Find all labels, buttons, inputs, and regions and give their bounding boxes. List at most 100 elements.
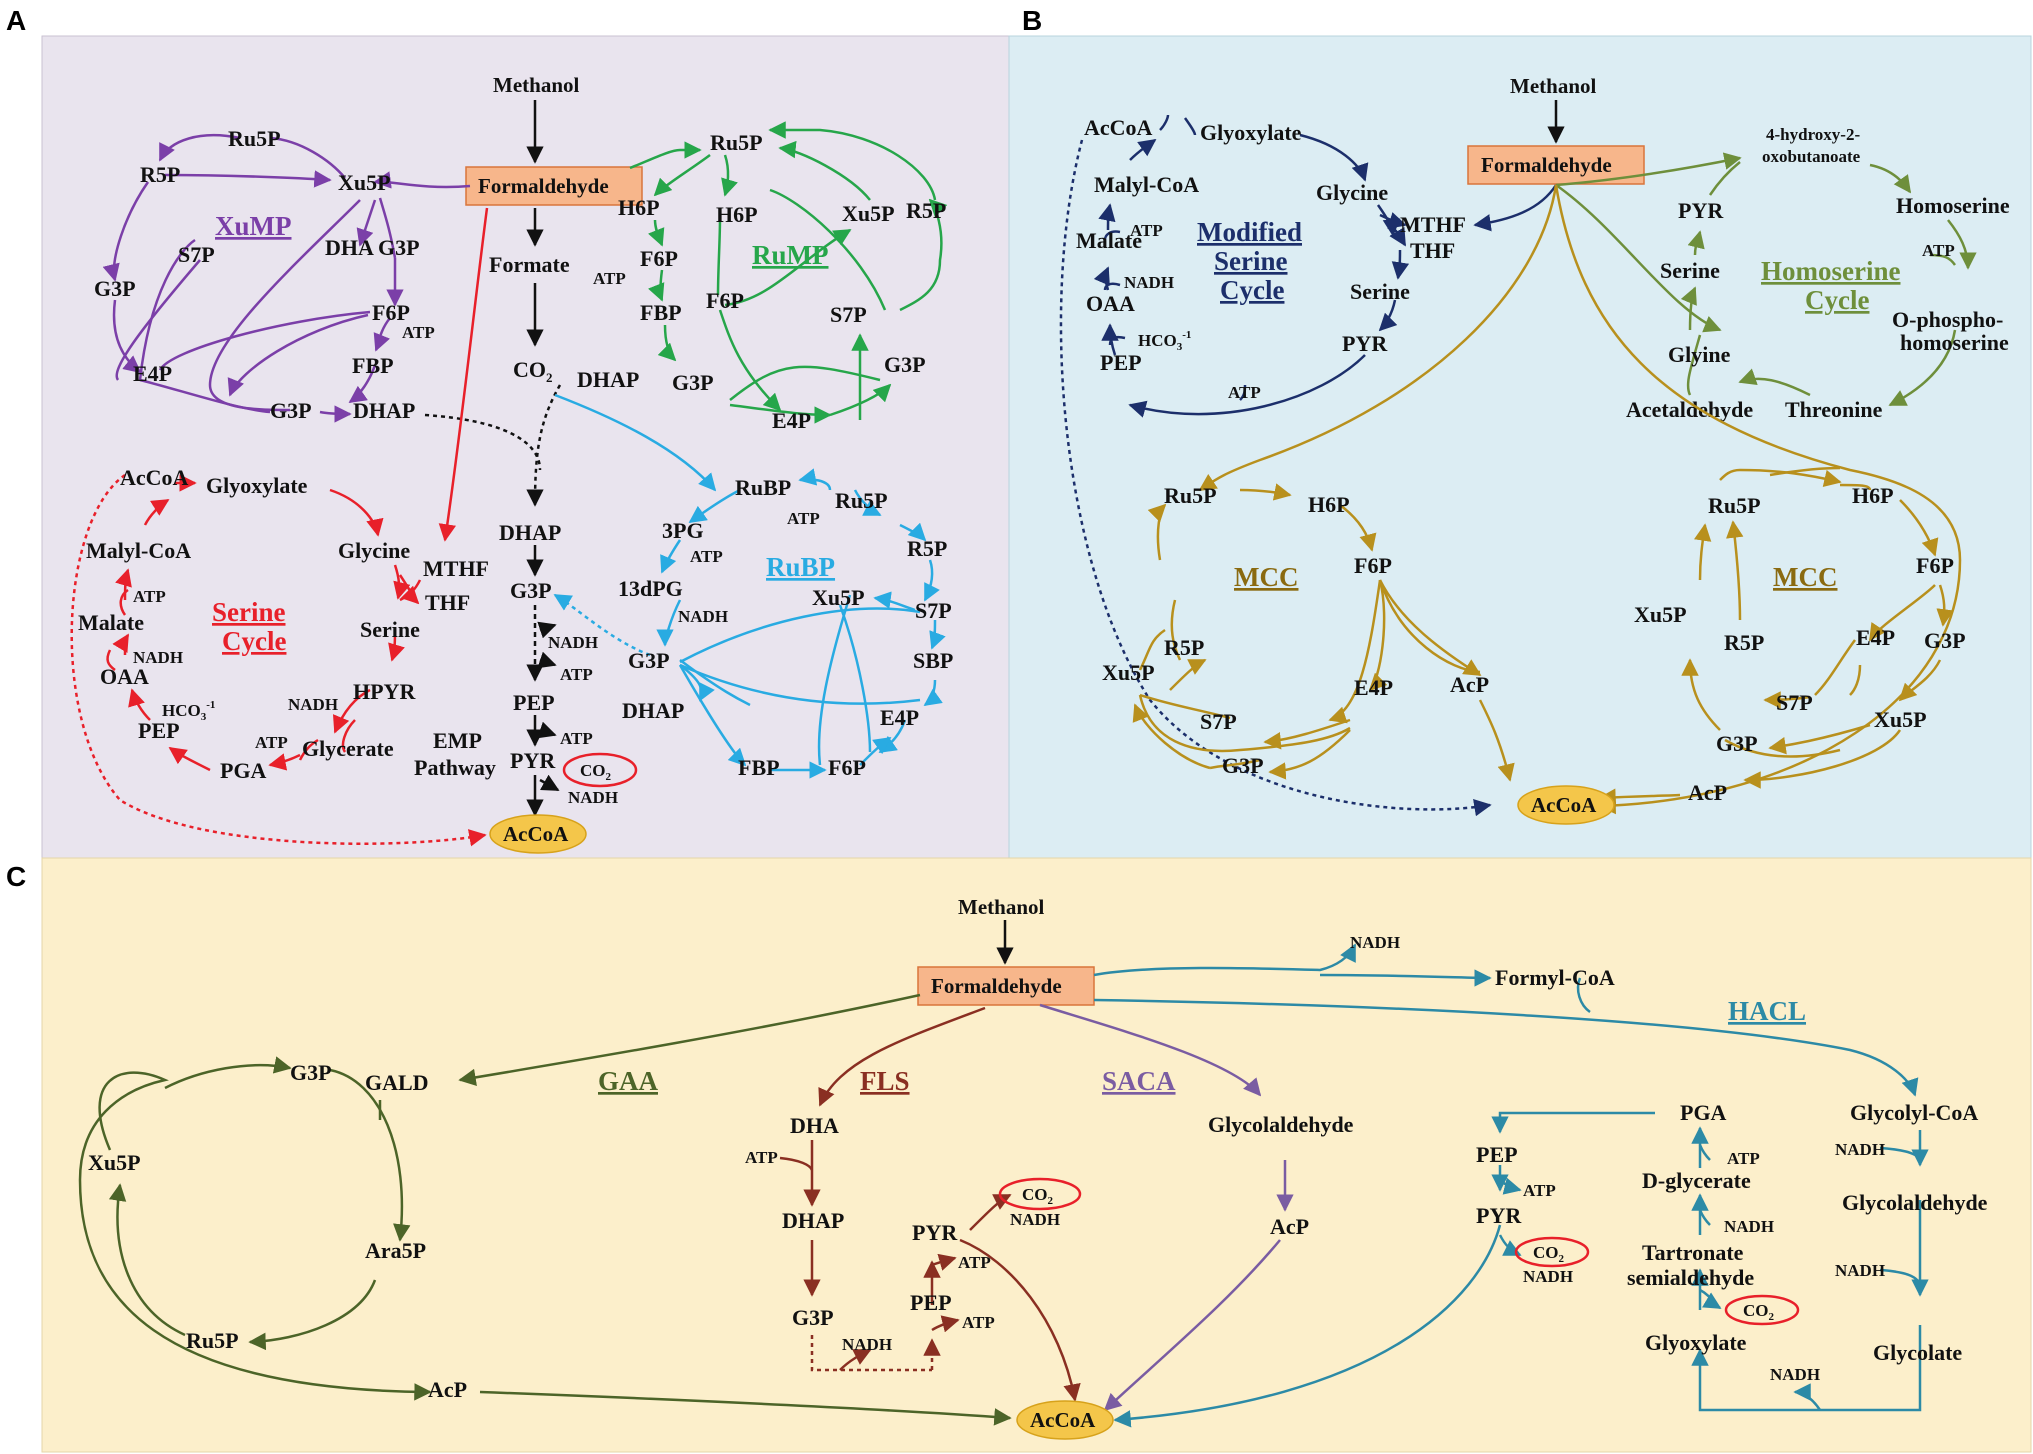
- rubp-label-3pg: 3PG: [662, 518, 704, 543]
- serine-title-1: Serine: [212, 597, 286, 627]
- serine-label-oaa: OAA: [100, 664, 149, 689]
- homoserine-label-ophospho-1: O-phospho-: [1892, 307, 2003, 332]
- modser-label-oaa: OAA: [1086, 291, 1135, 316]
- gaa-label-gald: GALD: [365, 1070, 429, 1095]
- homoserine-title-2: Cycle: [1805, 285, 1869, 315]
- xump-label-s7p: S7P: [178, 242, 215, 267]
- modser-label-atp-1: ATP: [1130, 221, 1163, 240]
- emp-label-atp-2: ATP: [560, 729, 593, 748]
- emp-label-g3p: G3P: [510, 578, 552, 603]
- mcc-right-label-ru5p: Ru5P: [1708, 493, 1761, 518]
- fls-co2-ellipse: [998, 1177, 1082, 1211]
- modser-label-accoa: AcCoA: [1084, 115, 1153, 140]
- panel-a: Methanol Formaldehyde Formate CO2: [70, 73, 953, 854]
- xump-label-r5p: R5P: [140, 162, 180, 187]
- rubp-label-nadh: NADH: [678, 607, 728, 626]
- hacl-label-nadh-5: NADH: [1523, 1267, 1573, 1286]
- rump-label-atp: ATP: [593, 269, 626, 288]
- fls-label-atp-2: ATP: [958, 1253, 991, 1272]
- homoserine-label-glyine: Glyine: [1668, 342, 1731, 367]
- accoa-ellipse-a: [489, 814, 587, 854]
- hacl-label-glycolyl-coa: Glycolyl-CoA: [1850, 1100, 1978, 1125]
- panel-a-methanol: Methanol: [493, 73, 579, 97]
- rump-label-e4p: E4P: [772, 408, 811, 433]
- homoserine-cycle: [1555, 152, 1977, 407]
- mcc-left-title: MCC: [1234, 562, 1298, 592]
- emp-label-dhap: DHAP: [499, 520, 561, 545]
- modser-label-mthf: MTHF: [1400, 212, 1466, 237]
- mcc-cycles: [1132, 184, 1962, 815]
- hacl-label-nadh-3: NADH: [1724, 1217, 1774, 1236]
- serine-label-malate: Malate: [78, 610, 144, 635]
- gaa-pathway: [78, 993, 1012, 1426]
- fls-label-atp-1: ATP: [745, 1148, 778, 1167]
- mcc-right-label-h6p: H6P: [1852, 483, 1894, 508]
- serine-label-atp-2: ATP: [255, 733, 288, 752]
- panel-b: Methanol Formaldehyde Modified: [1059, 74, 2010, 825]
- mcc-right-label-s7p: S7P: [1776, 690, 1813, 715]
- mcc-right-label-g3p-bottom: G3P: [1716, 731, 1758, 756]
- xump-label-atp: ATP: [402, 323, 435, 342]
- serine-label-pep: PEP: [138, 718, 180, 743]
- panel-b-methanol: Methanol: [1510, 74, 1596, 98]
- rump-label-h6p-right: H6P: [716, 202, 758, 227]
- serine-label-glycine: Glycine: [338, 538, 410, 563]
- mcc-left-label-s7p: S7P: [1200, 709, 1237, 734]
- serine-label-malyl-coa: Malyl-CoA: [86, 538, 191, 563]
- panel-b-accoa: AcCoA: [1531, 793, 1597, 817]
- emp-pathway: [526, 545, 560, 817]
- modser-label-glycine: Glycine: [1316, 180, 1388, 205]
- emp-label-pep: PEP: [513, 690, 555, 715]
- serine-label-atp-1: ATP: [133, 587, 166, 606]
- gaa-label-xu5p: Xu5P: [88, 1150, 141, 1175]
- xump-label-dhap: DHAP: [353, 398, 415, 423]
- rubp-label-r5p: R5P: [907, 536, 947, 561]
- homoserine-title-1: Homoserine: [1761, 256, 1900, 286]
- rump-label-ru5p: Ru5P: [710, 130, 763, 155]
- fls-label-atp-3: ATP: [962, 1313, 995, 1332]
- hacl-label-glyoxylate: Glyoxylate: [1645, 1330, 1747, 1355]
- rump-label-fbp: FBP: [640, 300, 682, 325]
- hacl-label-nadh-2: NADH: [1835, 1140, 1885, 1159]
- dotted-co2-to-dhap: [526, 384, 562, 507]
- rubp-label-rubp: RuBP: [735, 475, 791, 500]
- modser-label-nadh: NADH: [1124, 273, 1174, 292]
- rubp-cycle: [553, 393, 946, 779]
- panel-a-formaldehyde: Formaldehyde: [478, 174, 609, 198]
- homoserine-label-serine: Serine: [1660, 258, 1720, 283]
- gaa-title: GAA: [598, 1066, 659, 1096]
- panel-a-background: [41, 35, 1010, 859]
- panel-b-formaldehyde: Formaldehyde: [1481, 153, 1612, 177]
- rubp-label-f6p: F6P: [828, 755, 866, 780]
- modified-serine-title-2: Serine: [1214, 246, 1288, 276]
- emp-label-pyr: PYR: [510, 748, 556, 773]
- emp-label-nadh: NADH: [548, 633, 598, 652]
- saca-label-glycolaldehyde: Glycolaldehyde: [1208, 1112, 1354, 1137]
- fls-label-nadh-1: NADH: [1010, 1210, 1060, 1229]
- serine-label-glycerate: Glycerate: [302, 736, 394, 761]
- mcc-right-label-acp: AcP: [1688, 780, 1727, 805]
- accoa-ellipse-c: [1016, 1400, 1114, 1440]
- modser-label-pyr: PYR: [1342, 331, 1388, 356]
- xump-label-dha: DHA: [325, 235, 374, 260]
- modified-serine-title-3: Cycle: [1220, 275, 1284, 305]
- rubp-label-g3p: G3P: [628, 648, 670, 673]
- fls-label-nadh-2: NADH: [842, 1335, 892, 1354]
- modser-label-hco3: HCO3-1: [1138, 329, 1191, 353]
- mcc-right-label-xu5p-left: Xu5P: [1634, 602, 1687, 627]
- homoserine-label-hydroxy-1: 4-hydroxy-2-: [1766, 125, 1860, 144]
- modified-serine-cycle: [1093, 114, 1558, 418]
- rump-label-s7p: S7P: [830, 302, 867, 327]
- rubp-label-atp-2: ATP: [690, 547, 723, 566]
- panel-c-formaldehyde: Formaldehyde: [931, 974, 1062, 998]
- hacl-label-glycolate: Glycolate: [1873, 1340, 1962, 1365]
- rump-label-f6p-mid: F6P: [706, 288, 744, 313]
- xump-title: XuMP: [215, 211, 292, 241]
- dotted-xump-dhap-to-emp: [424, 413, 542, 471]
- homoserine-label-hydroxy-2: oxobutanoate: [1762, 147, 1861, 166]
- accoa-ellipse-b: [1517, 785, 1615, 825]
- hacl-label-pyr: PYR: [1476, 1203, 1522, 1228]
- hacl-title: HACL: [1728, 996, 1806, 1026]
- formaldehyde-box-a: [465, 166, 643, 206]
- gaa-label-g3p: G3P: [290, 1060, 332, 1085]
